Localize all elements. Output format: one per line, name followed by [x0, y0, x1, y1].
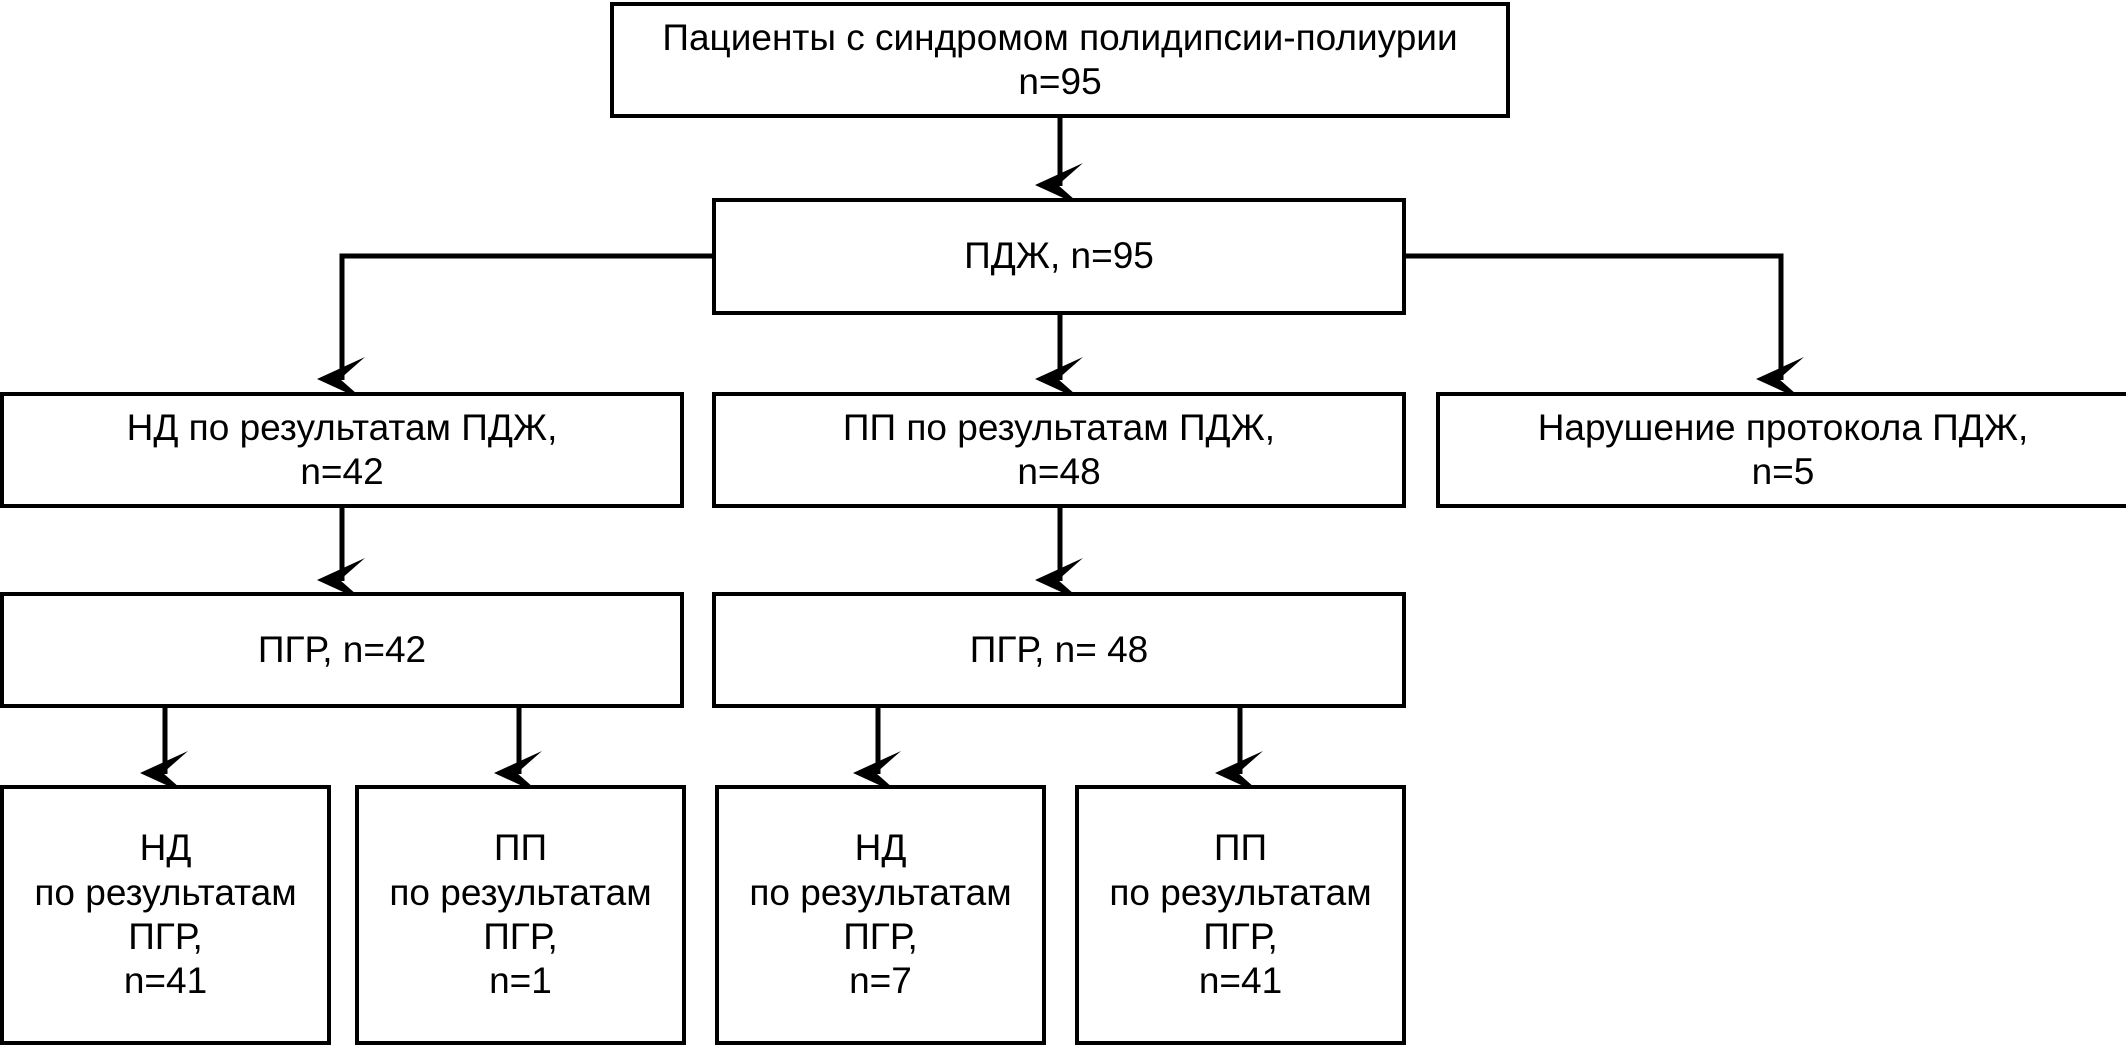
pp-by-pdzh-label: ПП по результатам ПДЖ, n=48 [842, 406, 1276, 492]
patients-total-label: Пациенты с синдромом полидипсии-полиурии… [662, 16, 1458, 102]
pdzh-protocol-violation-label: Нарушение протокола ПДЖ, n=5 [1537, 406, 2029, 492]
patients-total: Пациенты с синдромом полидипсии-полиурии… [610, 2, 1510, 118]
pgr-test-right-label: ПГР, n= 48 [969, 628, 1149, 670]
pp-by-pgr-1: ПП по результатам ПГР, n=1 [355, 785, 686, 1045]
pp-by-pgr-41-label: ПП по результатам ПГР, n=41 [1109, 827, 1372, 1002]
pgr-test-right: ПГР, n= 48 [712, 592, 1406, 708]
pdzh-test-label: ПДЖ, n=95 [964, 235, 1154, 277]
nd-by-pgr-41: НД по результатам ПГР, n=41 [0, 785, 331, 1045]
pgr-test-left: ПГР, n=42 [0, 592, 684, 708]
nd-by-pgr-7-label: НД по результатам ПГР, n=7 [749, 827, 1012, 1002]
pgr-test-left-label: ПГР, n=42 [257, 628, 427, 670]
pdzh-test: ПДЖ, n=95 [712, 198, 1406, 315]
pp-by-pgr-41: ПП по результатам ПГР, n=41 [1075, 785, 1406, 1045]
nd-by-pgr-41-label: НД по результатам ПГР, n=41 [34, 827, 297, 1002]
nd-by-pdzh-label: НД по результатам ПДЖ, n=42 [126, 406, 558, 492]
pp-by-pgr-1-label: ПП по результатам ПГР, n=1 [389, 827, 652, 1002]
edge-pdzh-to-violation [1406, 253, 1804, 402]
edge-pdzh-to-nd [317, 253, 712, 402]
pdzh-protocol-violation: Нарушение протокола ПДЖ, n=5 [1436, 392, 2126, 508]
pp-by-pdzh: ПП по результатам ПДЖ, n=48 [712, 392, 1406, 508]
nd-by-pgr-7: НД по результатам ПГР, n=7 [715, 785, 1046, 1045]
nd-by-pdzh: НД по результатам ПДЖ, n=42 [0, 392, 684, 508]
